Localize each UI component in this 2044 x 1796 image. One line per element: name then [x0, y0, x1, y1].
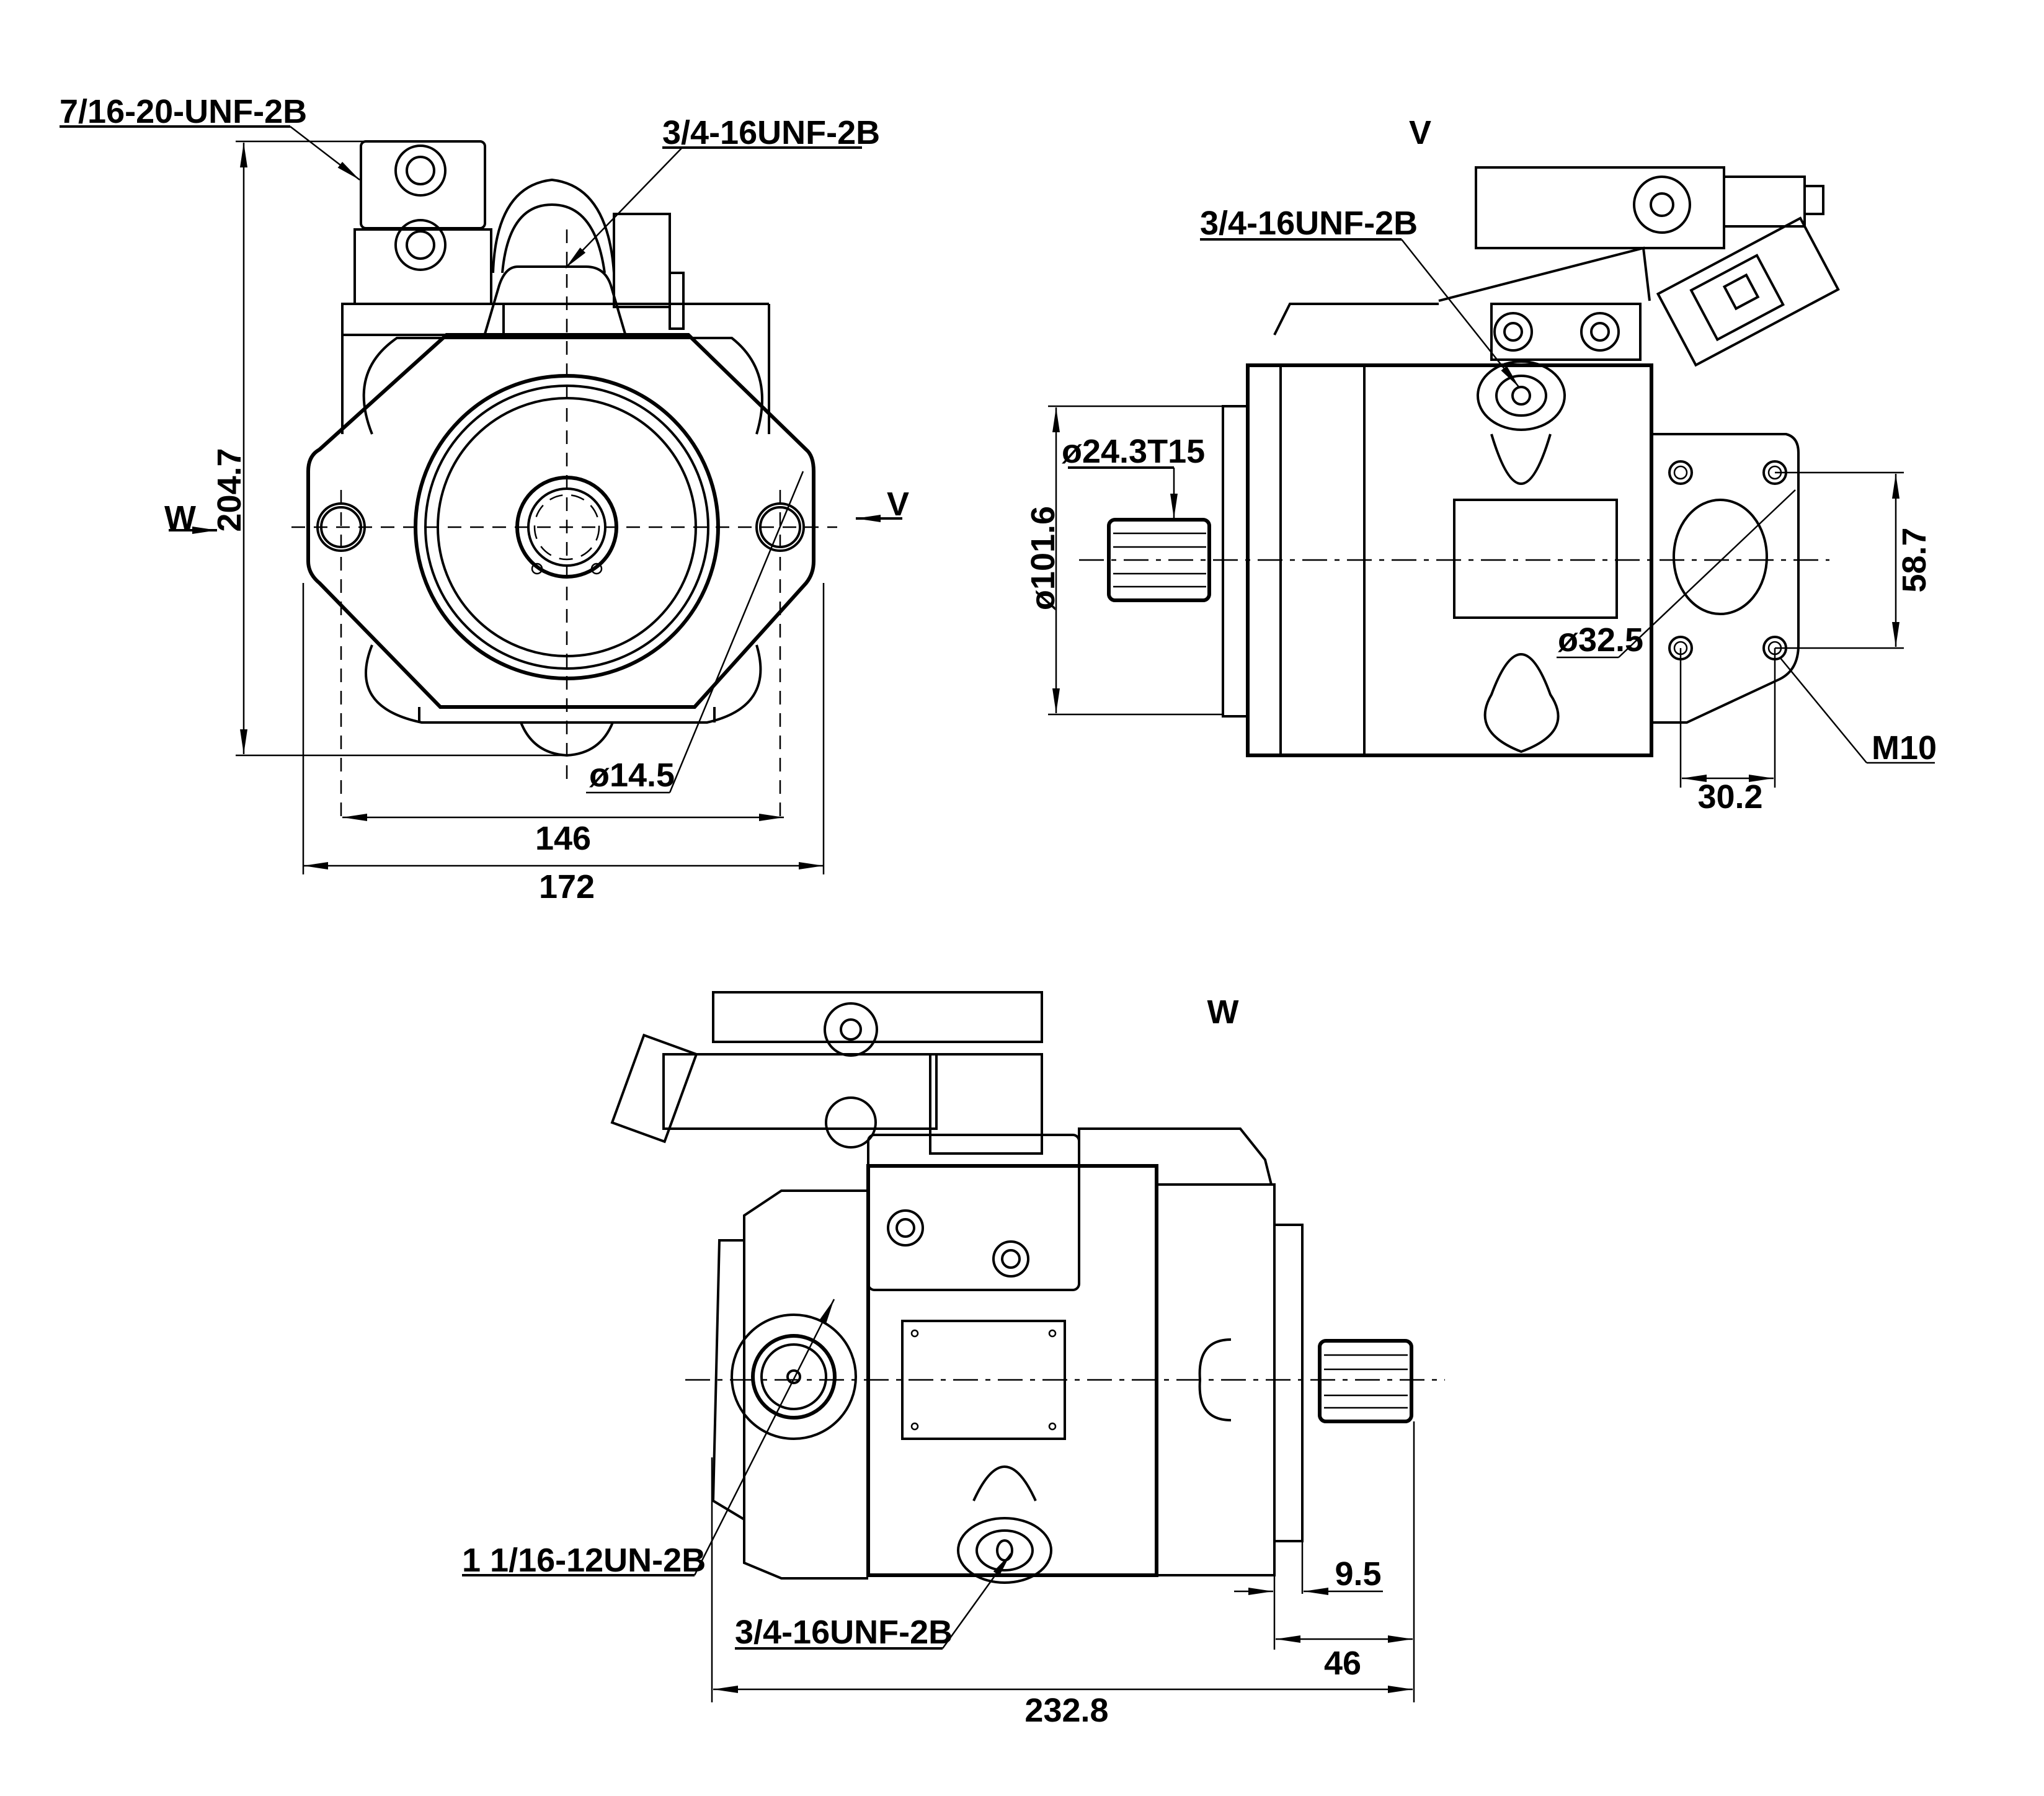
spline-shaft-w — [1318, 1339, 1413, 1423]
view-title-w: W — [1207, 994, 1239, 1031]
compensator-dome — [492, 178, 685, 330]
dim-pilot-length-label: 9.5 — [1335, 1555, 1381, 1593]
dim-pilot-dia-label: ø101.6 — [1024, 506, 1062, 610]
mounting-flange — [306, 333, 815, 709]
callout-1-1-16-12un: 1 1/16-12UN-2B — [462, 1542, 706, 1579]
name-plate — [1453, 499, 1618, 619]
view-title-v: V — [1409, 114, 1431, 151]
dim-bolt-vertical-label: 58.7 — [1896, 527, 1933, 592]
dim-thread-m10-label: M10 — [1872, 729, 1937, 767]
callout-3-4-16-unf-side-v: 3/4-16UNF-2B — [1200, 205, 1418, 242]
front-view: 204.7 W V 146 172 ø14.5 7/16-20-UNF-2B 3… — [60, 93, 909, 905]
view-marker-v: V — [887, 486, 909, 523]
side-view-w: W — [462, 991, 1445, 1729]
dim-height-label: 204.7 — [211, 448, 248, 531]
port-flange — [1651, 433, 1800, 724]
callout-7-16-20-unf: 7/16-20-UNF-2B — [60, 93, 307, 130]
control-valve — [341, 140, 505, 336]
dim-bolt-horizontal-label: 30.2 — [1697, 778, 1762, 816]
suction-port — [731, 1314, 857, 1440]
dim-hole-dia-label: ø14.5 — [589, 757, 675, 794]
dim-overall-length-label: 232.8 — [1024, 1692, 1108, 1729]
dim-146-label: 146 — [535, 820, 591, 857]
dim-172-label: 172 — [539, 868, 595, 905]
callout-3-4-16-unf-side-w: 3/4-16UNF-2B — [735, 1614, 953, 1651]
side-view-v: V — [1024, 114, 1937, 816]
pressure-port — [1673, 499, 1768, 615]
dim-port-dia-label: ø32.5 — [1558, 621, 1643, 659]
callout-3-4-16-unf-front: 3/4-16UNF-2B — [662, 114, 880, 151]
housing-body-w — [866, 1164, 1158, 1577]
spline-shaft — [1107, 518, 1211, 602]
dim-shaft-length-label: 46 — [1324, 1645, 1361, 1682]
dim-spline-label: ø24.3T15 — [1062, 433, 1205, 470]
